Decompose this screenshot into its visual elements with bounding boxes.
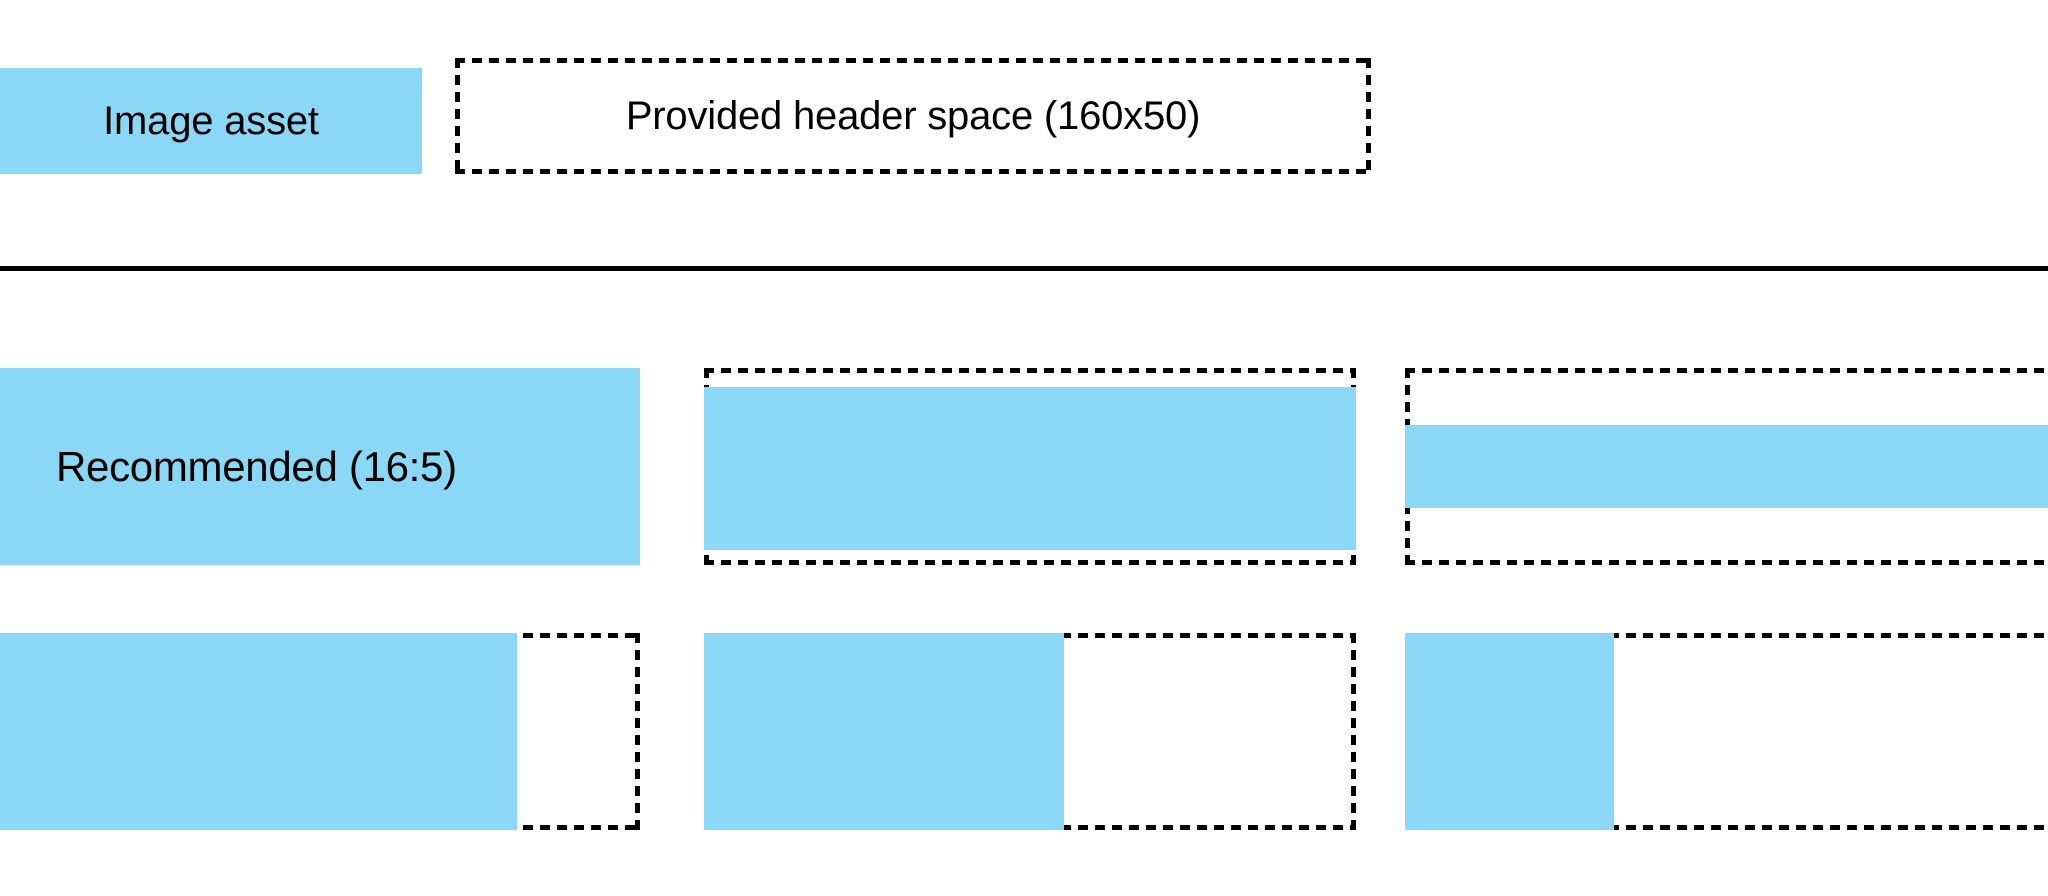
section-divider: [0, 266, 2048, 271]
sample-fill-row1-3: [1405, 425, 2048, 508]
sample-fill-row2-1: [0, 633, 517, 830]
provided-header-space-frame: Provided header space (160x50): [455, 58, 1371, 174]
sample-fill-row2-3: [1405, 633, 1614, 830]
provided-header-space-label: Provided header space (160x50): [625, 94, 1201, 138]
sample-cell-row2-1: [0, 633, 640, 830]
image-asset-label: Image asset: [103, 99, 319, 143]
sample-cell-row1-3: [1405, 368, 2048, 565]
sample-cell-row1-1: Recommended (16:5): [0, 368, 640, 565]
image-asset-swatch: Image asset: [0, 68, 422, 174]
sample-fill-row1-1: [0, 368, 640, 565]
sample-fill-row2-2: [704, 633, 1064, 830]
sample-cell-row2-2: [704, 633, 1356, 830]
sample-cell-row2-3: [1405, 633, 2048, 830]
sample-cell-row1-2: [704, 368, 1356, 565]
sample-fill-row1-2: [704, 387, 1356, 550]
